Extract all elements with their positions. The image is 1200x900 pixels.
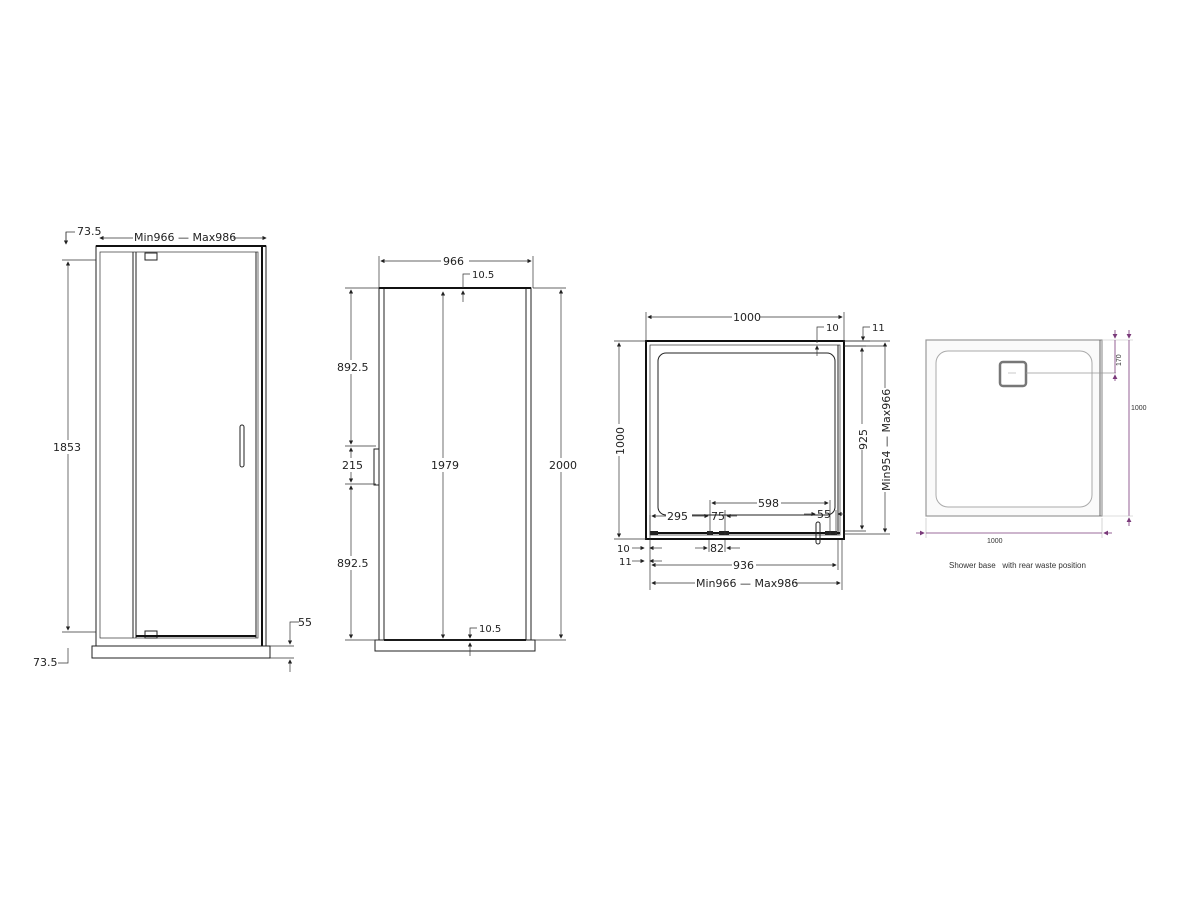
- front-bottom-offset: 73.5: [33, 656, 58, 669]
- plan-inner-depth: 925: [857, 429, 870, 450]
- plan-bottom-inset-a: 10: [617, 544, 630, 555]
- plan-opening: 598: [758, 497, 779, 510]
- plan-view: 1000 10 11 1000 925 Min954 — Max966: [612, 310, 893, 590]
- waste-icon: [998, 360, 1028, 388]
- plan-side-inset: 11: [872, 323, 885, 334]
- base-caption: Shower base with rear waste position: [949, 561, 1086, 570]
- plan-depth: 1000: [614, 427, 627, 455]
- base-waste-offset: 170: [1116, 354, 1123, 366]
- front-top-offset: 73.5: [77, 225, 102, 238]
- plan-hinge-b: 82: [710, 542, 724, 555]
- side-top-gap: 10.5: [472, 270, 494, 281]
- front-tray-height: 55: [298, 616, 312, 629]
- side-overall-height: 2000: [549, 459, 577, 472]
- plan-left-panel: 295: [667, 510, 688, 523]
- side-panel-height: 1979: [431, 459, 459, 472]
- front-width-range: Min966 — Max986: [134, 231, 236, 244]
- shower-base-view: 170 1000 1000 Shower base with rear wast…: [916, 330, 1147, 570]
- plan-hinge-a: 75: [711, 510, 725, 523]
- plan-width-range: Min966 — Max986: [696, 577, 798, 590]
- plan-bottom-inset-b: 11: [619, 557, 632, 568]
- plan-inner-width: 936: [733, 559, 754, 572]
- side-bottom-gap: 10.5: [479, 624, 501, 635]
- plan-right-gap: 55: [817, 508, 831, 521]
- side-width: 966: [443, 255, 464, 268]
- front-height: 1853: [53, 441, 81, 454]
- side-lower-segment: 892.5: [337, 557, 369, 570]
- plan-top-inset: 10: [826, 323, 839, 334]
- front-view: 73.5 Min966 — Max986 1853 73.5 55: [33, 225, 312, 672]
- side-view: 966 10.5 892.5 215 892.5 1979 2000 10.5: [336, 254, 578, 656]
- plan-depth-range: Min954 — Max966: [880, 389, 893, 491]
- side-handle-length: 215: [342, 459, 363, 472]
- base-width: 1000: [987, 538, 1003, 545]
- plan-width: 1000: [733, 311, 761, 324]
- base-depth: 1000: [1131, 405, 1147, 412]
- side-upper-segment: 892.5: [337, 361, 369, 374]
